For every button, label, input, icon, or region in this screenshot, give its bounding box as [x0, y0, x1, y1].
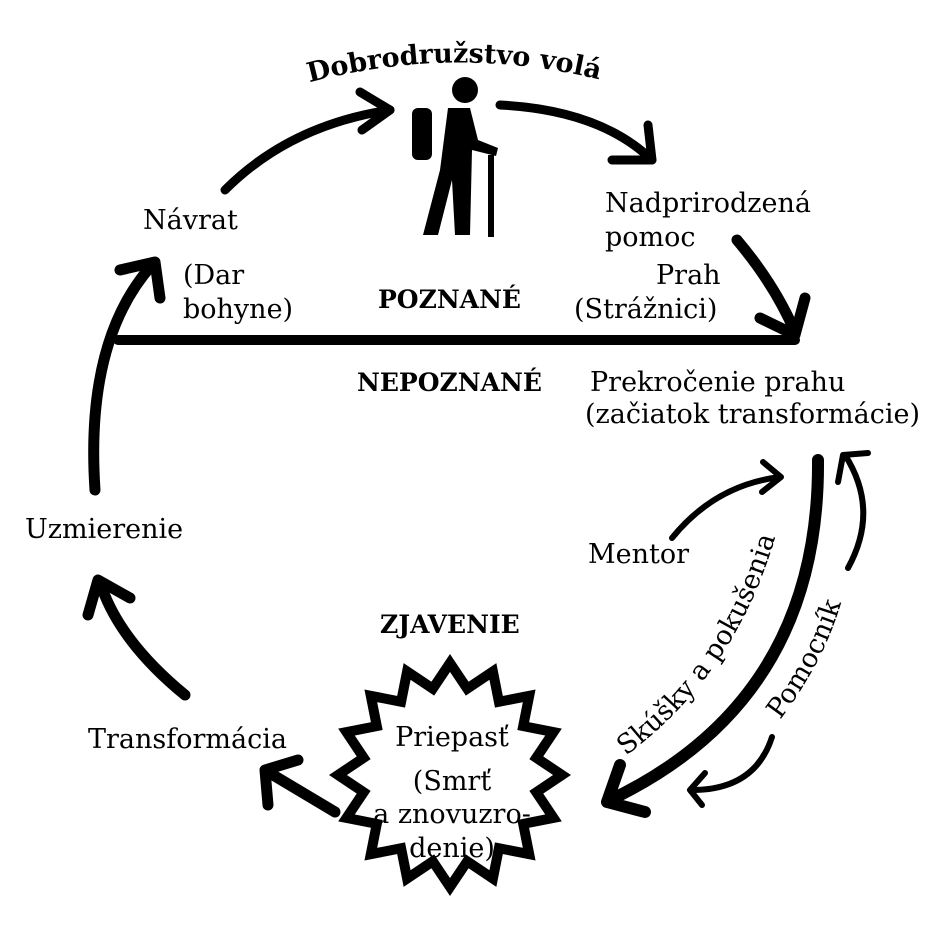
mentor-label: Mentor — [588, 539, 689, 570]
abyss-label-2: (Smrť — [413, 766, 492, 797]
unknown-label: NEPOZNANÉ — [357, 368, 542, 397]
crossing-sub-label: (začiatok transformácie) — [585, 399, 920, 430]
transformation-label: Transformácia — [88, 724, 287, 755]
abyss-label-4: denie) — [409, 833, 495, 864]
arrow-return-to-call — [220, 87, 395, 195]
arrow-helper — [687, 450, 871, 808]
gift-label: (Dar — [183, 260, 244, 291]
revelation-label: ZJAVENIE — [380, 610, 520, 639]
atonement-label: Uzmierenie — [25, 514, 183, 545]
arrow-mentor — [669, 459, 784, 541]
arrow-transformation-to-atonement — [82, 574, 191, 701]
abyss-label-3: a znovuzro- — [373, 799, 531, 830]
guardians-label: (Strážnici) — [574, 294, 717, 325]
supernatural-aid-label: Nadprirodzená — [605, 188, 811, 219]
gift-label-2: bohyne) — [183, 294, 293, 325]
crossing-label: Prekročenie prahu — [590, 367, 845, 398]
title-text: Dobrodružstvo volá — [304, 38, 605, 89]
return-label: Návrat — [143, 205, 238, 236]
hiker-icon — [412, 77, 498, 237]
arrow-atonement-to-return — [88, 256, 166, 496]
known-label: POZNANÉ — [378, 285, 521, 314]
supernatural-aid-label-2: pomoc — [605, 222, 696, 253]
arrow-trials — [601, 454, 825, 818]
abyss-star — [329, 654, 571, 896]
arrow-aid-to-threshold — [731, 234, 811, 341]
arrow-call-to-aid — [495, 100, 657, 165]
arrow-abyss-to-transformation — [259, 754, 341, 818]
abyss-label: Priepasť — [395, 722, 509, 753]
threshold-label: Prah — [656, 260, 721, 291]
